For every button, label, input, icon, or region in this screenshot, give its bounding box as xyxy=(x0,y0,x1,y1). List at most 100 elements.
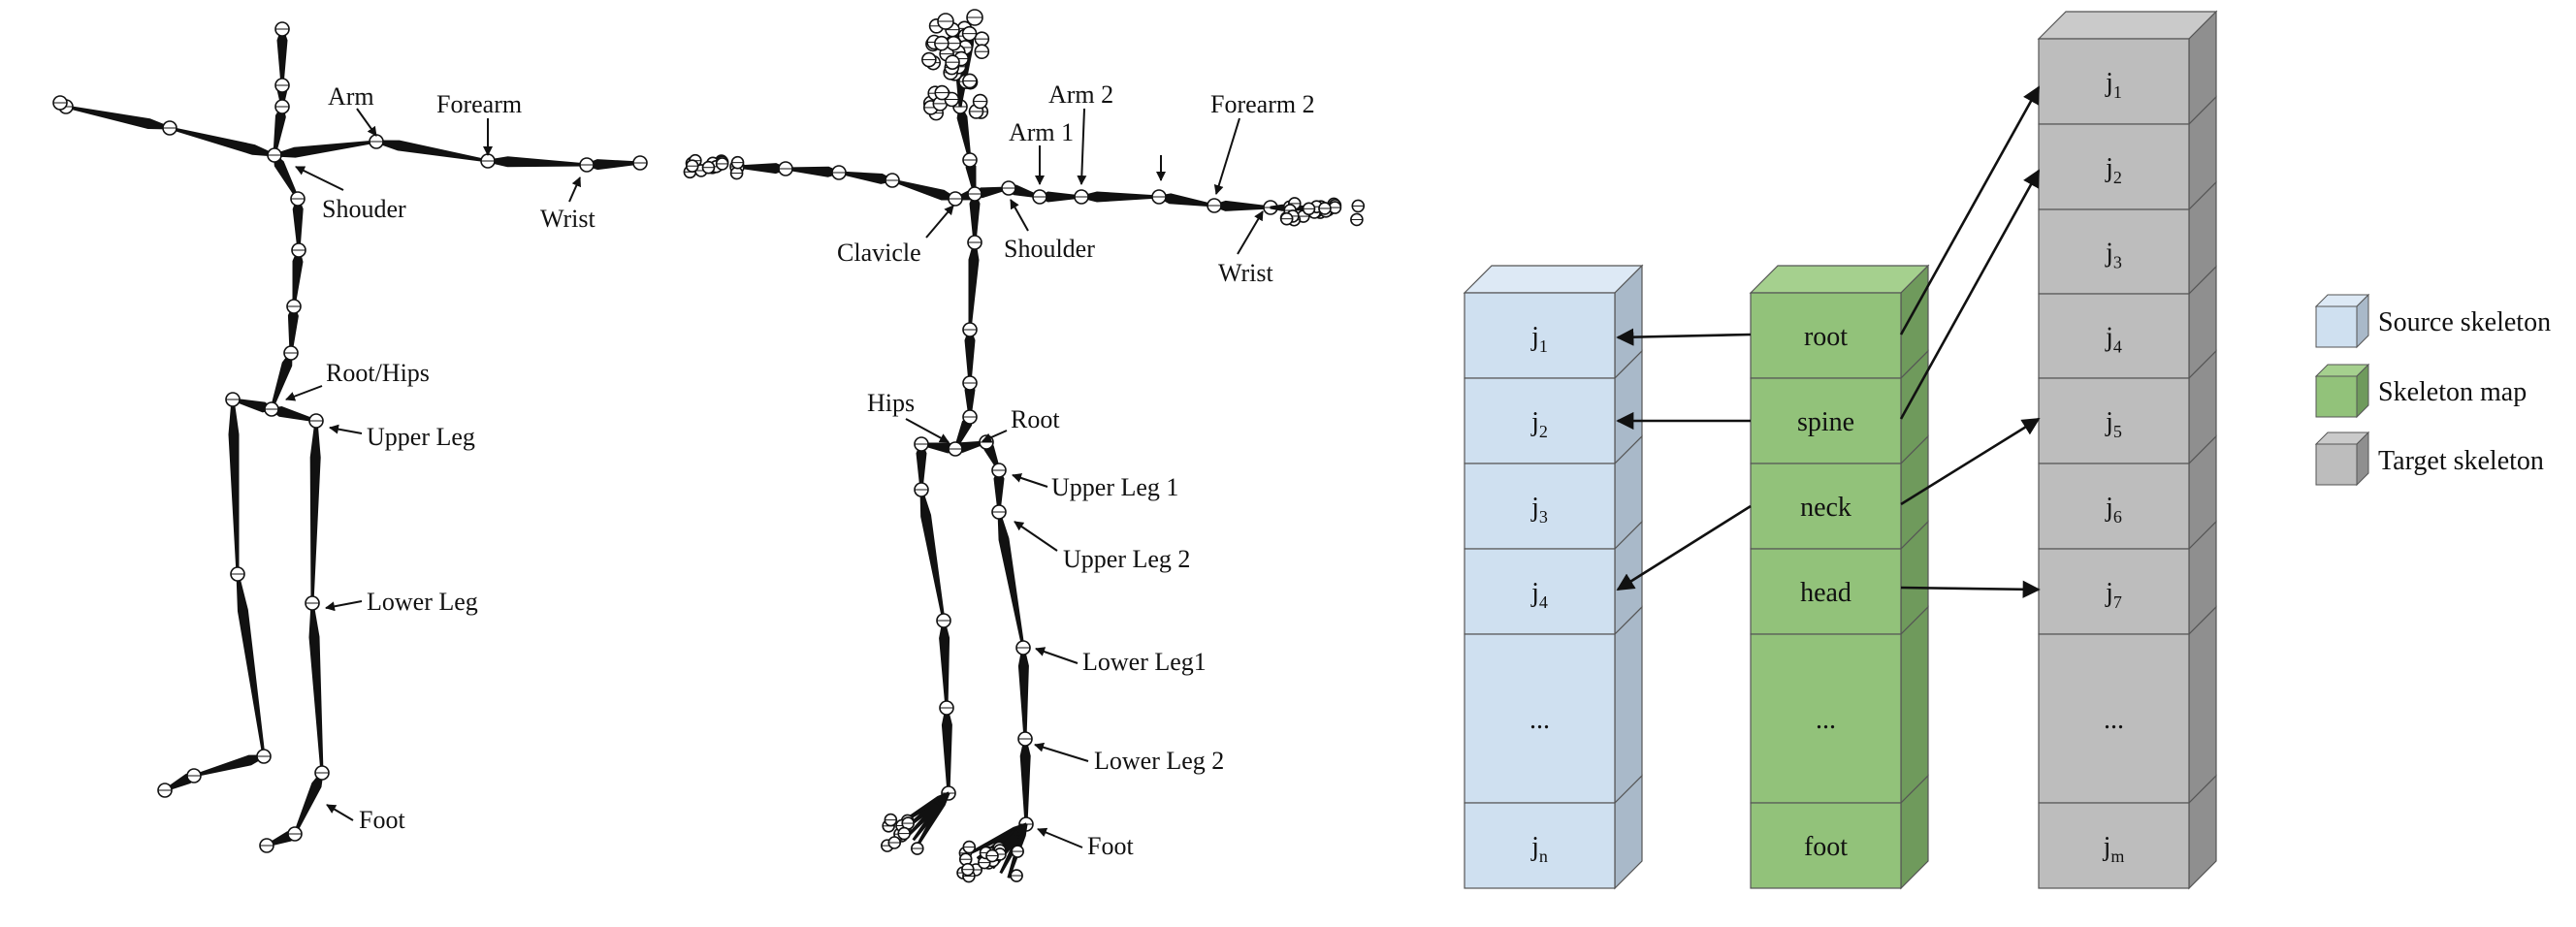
skeleton-b-bone xyxy=(1017,647,1029,740)
legend-label-target: Target skeleton xyxy=(2378,446,2544,476)
arrow-arm2 xyxy=(1077,108,1087,185)
label-lower-leg: Lower Leg xyxy=(367,588,478,616)
skeleton-simple xyxy=(52,21,648,853)
arrow-arm xyxy=(356,108,377,137)
label-wrist-b: Wrist xyxy=(1218,259,1273,287)
skeleton-b-bone xyxy=(1213,200,1272,211)
source-cell xyxy=(1464,463,1616,550)
label-foot-b: Foot xyxy=(1087,832,1134,860)
label-hips: Hips xyxy=(867,389,915,417)
skeleton-a-bone xyxy=(270,352,293,410)
skeleton-b-bone xyxy=(941,707,952,794)
source-cell xyxy=(1464,633,1616,804)
arrow-wrist xyxy=(568,176,581,203)
skeleton-b-bone xyxy=(939,620,950,709)
map-cell-label: root xyxy=(1804,322,1848,352)
map-cell xyxy=(1750,633,1902,804)
arrow-shoulder xyxy=(295,166,344,191)
label-root-b: Root xyxy=(1011,405,1060,433)
target-cell-label: ... xyxy=(2104,705,2124,735)
arrow-upper-leg2 xyxy=(1014,521,1058,552)
skeleton-a-bone xyxy=(487,156,588,168)
source-cell xyxy=(1464,377,1616,464)
target-cell xyxy=(2038,463,2190,550)
skeleton-b-bone xyxy=(997,511,1025,649)
skeleton-b-bone xyxy=(1080,191,1160,203)
source-cell xyxy=(1464,548,1616,635)
arrow-shoulder-b xyxy=(1010,199,1029,232)
label-upper-leg2: Upper Leg 2 xyxy=(1063,545,1190,573)
target-cell xyxy=(2038,123,2190,210)
skeleton-a-bone xyxy=(309,420,321,604)
arrow-upper-leg1 xyxy=(1012,473,1048,488)
skeleton-simple-labels: Arm Forearm Shouder Wrist Root/Hips Uppe… xyxy=(285,82,596,834)
skeleton-detailed xyxy=(683,9,1366,883)
label-lower-leg1: Lower Leg1 xyxy=(1082,648,1207,676)
skeleton-b-bone xyxy=(838,171,893,184)
skeleton-b-bone xyxy=(956,106,972,161)
legend-label-source: Source skeleton xyxy=(2378,307,2551,337)
skeleton-a-bone xyxy=(292,198,304,251)
skeleton-a-bone xyxy=(308,602,324,774)
arrow-hips xyxy=(905,418,950,443)
legend-item-source: Source skeleton xyxy=(2314,293,2551,349)
legend-item-target: Target skeleton xyxy=(2314,431,2544,487)
target-cell xyxy=(2038,377,2190,464)
label-shoulder: Shouder xyxy=(322,195,406,223)
label-foot: Foot xyxy=(359,806,405,834)
skeleton-b-bone xyxy=(1019,738,1031,825)
skeleton-b-bone xyxy=(919,489,946,622)
label-wrist: Wrist xyxy=(540,205,596,233)
source-side-face xyxy=(1614,605,1643,805)
skeleton-a-bone xyxy=(274,140,377,158)
skeleton-b-bone xyxy=(891,178,956,201)
source-top-face xyxy=(1463,265,1644,294)
label-upper-leg1: Upper Leg 1 xyxy=(1051,473,1178,501)
source-cell-label: ... xyxy=(1530,705,1550,735)
arrow-root-to-source-j1 xyxy=(1616,328,1752,346)
skeleton-a-bone xyxy=(586,159,641,171)
arrow-foot xyxy=(326,804,354,821)
arrow-spine-to-target-j2 xyxy=(1899,169,2041,420)
skeleton-a-bone xyxy=(169,126,275,157)
skeleton-a-bone xyxy=(193,754,265,778)
label-upper-leg: Upper Leg xyxy=(367,423,475,451)
legend-swatch-source xyxy=(2315,305,2358,348)
arrow-upper-leg xyxy=(329,424,363,434)
label-shoulder-b: Shoulder xyxy=(1004,235,1095,263)
skeleton-a-bone xyxy=(293,771,324,836)
label-arm1: Arm 1 xyxy=(1009,118,1074,146)
label-arm2: Arm 2 xyxy=(1048,80,1113,109)
legend-label-map: Skeleton map xyxy=(2378,377,2527,407)
arrow-neck-to-target-j5 xyxy=(1900,417,2041,506)
target-cell xyxy=(2038,633,2190,804)
skeleton-a-bone xyxy=(236,573,266,757)
legend-item-map: Skeleton map xyxy=(2314,363,2527,419)
arrow-root-hips xyxy=(285,385,323,401)
arrow-forearm2 xyxy=(1213,117,1240,195)
target-top-face xyxy=(2037,11,2218,40)
skeleton-b-bone xyxy=(1158,193,1215,208)
arrow-lower-leg2 xyxy=(1034,742,1089,762)
arrow-head-to-target-j7 xyxy=(1900,580,2041,598)
map-cell xyxy=(1750,463,1902,550)
map-top-face xyxy=(1749,265,1930,294)
target-cell xyxy=(2038,293,2190,379)
label-arm: Arm xyxy=(328,82,374,111)
legend: Source skeleton Skeleton map Target skel… xyxy=(2314,293,2551,487)
map-cell-label: head xyxy=(1800,578,1852,608)
target-cell xyxy=(2038,802,2190,889)
arrow-root-to-target-j1 xyxy=(1899,85,2041,336)
legend-swatch-target xyxy=(2315,443,2358,486)
arrow-clavicle xyxy=(925,205,954,239)
map-cell-label: ... xyxy=(1816,705,1836,735)
skeleton-a-bone xyxy=(228,399,240,575)
map-cell-label: foot xyxy=(1804,832,1848,862)
map-cell-label: neck xyxy=(1800,493,1852,523)
source-cell xyxy=(1464,292,1616,379)
target-cell xyxy=(2038,38,2190,125)
arrow-lower-leg1 xyxy=(1035,647,1079,664)
